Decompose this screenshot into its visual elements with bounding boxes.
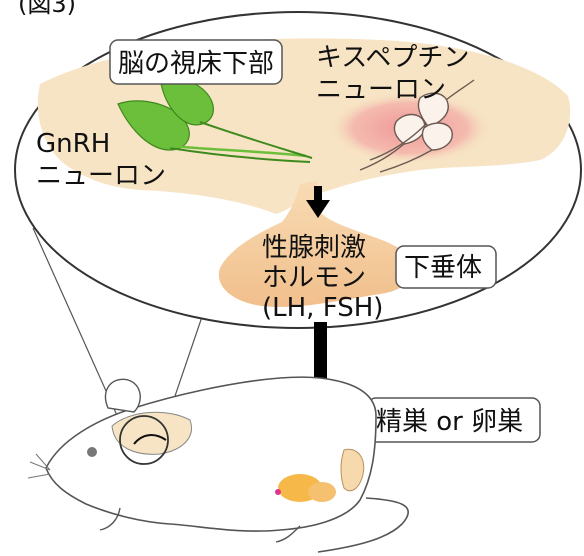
mouse-gonad-pink xyxy=(275,489,281,495)
mouse-ear xyxy=(105,379,140,412)
mouse-illustration xyxy=(28,377,408,552)
hypothalamus-label: 脳の視床下部 xyxy=(118,49,274,79)
hormone-label-line2: ホルモン xyxy=(262,263,366,293)
mouse-gonad-orange-2 xyxy=(308,482,336,502)
gnrh-label-line2: ニューロン xyxy=(36,161,166,191)
hormone-label-line1: 性腺刺激 xyxy=(262,233,366,263)
kisspeptin-label-line2: ニューロン xyxy=(316,75,446,105)
kisspeptin-label-line1: キスペプチン xyxy=(316,43,469,73)
gonad-label: 精巣 or 卵巣 xyxy=(376,407,523,437)
gnrh-label-line1: GnRH xyxy=(36,129,110,159)
figure-caption: (図3) xyxy=(18,0,76,18)
hormone-label-line3: (LH, FSH) xyxy=(262,293,383,323)
mouse-eye xyxy=(87,447,97,457)
mouse-whiskers xyxy=(28,454,50,478)
pituitary-label: 下垂体 xyxy=(404,253,482,283)
